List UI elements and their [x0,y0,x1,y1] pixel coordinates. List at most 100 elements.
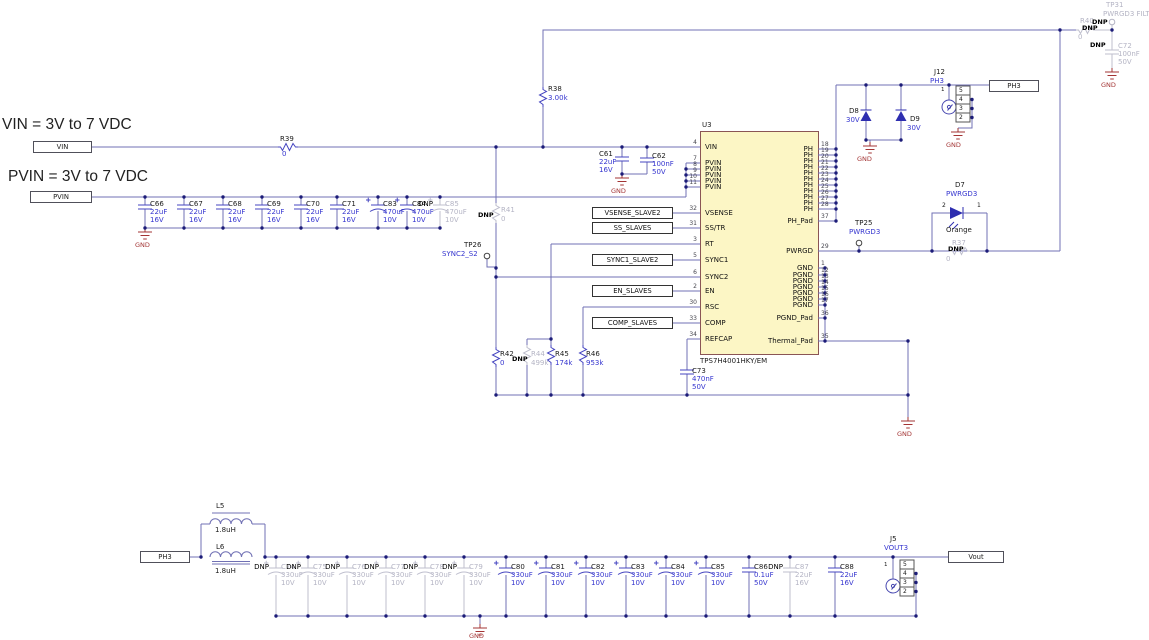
r41-ref: R41 [501,206,515,214]
resistor-r45-symbol[interactable] [547,344,555,366]
pin-number: 18 [821,141,829,148]
pin-number: 27 [821,195,829,202]
d9-value: 30V [907,124,921,132]
d7-color: Orange [946,226,972,234]
tp26-net: SYNC2_S2 [442,250,478,258]
pin-number: 36 [821,310,829,317]
r46-value: 953k [586,359,604,367]
pin-name: PH [803,163,814,171]
pin-number: 30 [689,299,697,306]
pin-number: 20 [821,153,829,160]
pin-name: PGND [792,301,813,309]
pin-number: 2 [693,283,697,290]
netlabel-sync1-slave2[interactable]: SYNC1_SLAVE2 [592,254,673,266]
junction-dots [143,28,1114,618]
pin-name: PGND [792,295,813,303]
jack-j5-symbol[interactable] [885,578,901,594]
gnd-label: GND [897,430,912,438]
cap-refdes: C88 [840,563,854,571]
gnd-symbol [862,141,878,154]
gnd-label: GND [611,187,626,195]
cap-value: 330uF [711,571,733,579]
j12-pin3: 3 [959,104,963,112]
d7-pin-anode: 2 [942,202,946,209]
cap-value: 330uF [671,571,693,579]
cap-refdes: C75 [313,563,327,571]
c72-value: 100nF [1118,50,1140,58]
resistor-r42-symbol[interactable] [492,346,500,368]
netlabel-en-slaves[interactable]: EN_SLAVES [592,285,673,297]
r44-ref: R44 [531,350,545,358]
note-pvin-range: PVIN = 3V to 7 VDC [8,168,148,185]
cap-refdes: C69 [267,200,281,208]
cap-refdes: C66 [150,200,164,208]
d8-value: 30V [846,116,860,124]
ic-body-u3[interactable] [700,131,819,355]
pin-name: GND [796,264,813,272]
pin-number: 6 [693,269,697,276]
netlabel-comp-slaves[interactable]: COMP_SLAVES [592,317,673,329]
jack-j12-symbol[interactable] [941,99,957,115]
gnd-label: GND [946,141,961,149]
pin-name: VSENSE [705,209,733,217]
cap-refdes: C81 [551,563,565,571]
cap-refdes: C78 [430,563,444,571]
cap-c72-symbol[interactable] [1104,49,1120,55]
cap-value: 22uF [306,208,324,216]
cap-refdes: C71 [342,200,356,208]
r38-ref: R38 [548,85,562,93]
cap-c61-symbol[interactable] [614,156,630,162]
pin-name: COMP [705,319,726,327]
netlabel-ss-slaves[interactable]: SS_SLAVES [592,222,673,234]
diode-d9-symbol[interactable] [895,109,907,122]
netlabel-vsense-slave2[interactable]: VSENSE_SLAVE2 [592,207,673,219]
pin-number: 7 [693,155,697,162]
cap-refdes: C84 [412,200,426,208]
port-ph3-top[interactable]: PH3 [989,80,1039,92]
cap-value: 330uF [281,571,303,579]
l6-ref: L6 [216,543,225,551]
cap-value: 330uF [469,571,491,579]
inductor-l6-coil[interactable] [209,551,253,558]
d7-net: PWRGD3 [946,190,978,198]
port-vin[interactable]: VIN [33,141,92,153]
gnd-label: GND [135,241,150,249]
testpoint-tp26-symbol[interactable] [483,252,491,260]
note-vin-range: VIN = 3V to 7 VDC [2,116,132,133]
pin-number: 16 [821,291,829,298]
pin-name: PH [803,193,814,201]
pin-number: 15 [821,285,829,292]
port-vout[interactable]: Vout [948,551,1004,563]
r40-ref: R40 [1080,17,1094,25]
r37-ref: R37 [952,239,966,247]
resistor-r39-symbol[interactable] [277,143,299,151]
pin-number: 31 [689,220,697,227]
diode-d8-symbol[interactable] [860,109,872,122]
port-ph3-bottom[interactable]: PH3 [140,551,190,563]
pin-name: PH [803,181,814,189]
testpoint-tp25-symbol[interactable] [855,239,863,247]
cap-voltage: 10V [551,579,565,587]
pin-number: 29 [821,243,829,250]
cap-voltage: 10V [383,216,397,224]
inductor-l5-coil[interactable] [209,518,253,525]
ic-part-number: TPS7H4001HKY/EM [700,357,768,365]
pin-number: 19 [821,147,829,154]
cap-value: 22uF [795,571,813,579]
r46-ref: R46 [586,350,600,358]
pin-name: VIN [705,143,718,151]
cap-value: 330uF [591,571,613,579]
cap-value: 330uF [391,571,413,579]
wires-dnp [275,25,1113,616]
resistor-r38-symbol[interactable] [539,86,547,108]
c61-voltage: 16V [599,166,613,174]
port-pvin[interactable]: PVIN [30,191,92,203]
testpoint-tp31-symbol[interactable] [1108,18,1116,26]
pin-name: EN [705,287,715,295]
cap-refdes: C80 [511,563,525,571]
pin-name: SYNC1 [705,256,729,264]
dnp-flag: DNP [403,563,418,571]
cap-refdes: C77 [391,563,405,571]
